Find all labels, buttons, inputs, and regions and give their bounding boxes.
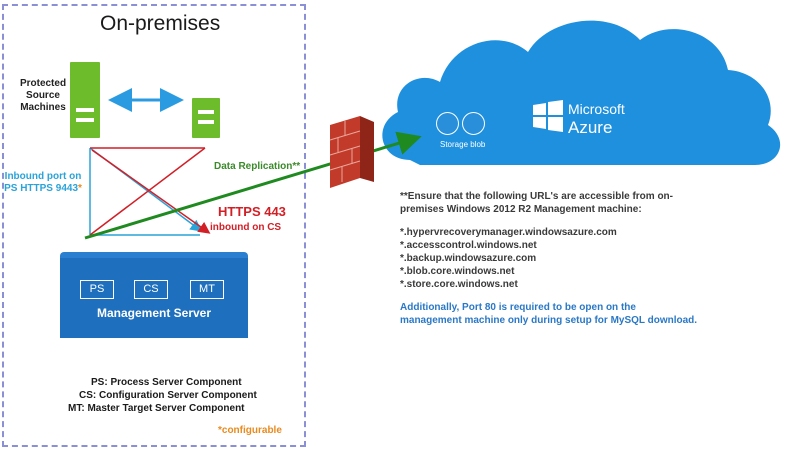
red-line-diag: [91, 149, 211, 234]
storage-blob-icon: [436, 112, 459, 135]
legend-ps: PS: Process Server Component: [91, 377, 242, 388]
inbound-ps-label: Inbound port on PS HTTPS 9443*: [2, 171, 84, 195]
mt-component-box: MT: [190, 280, 224, 299]
url-item: *.backup.windowsazure.com: [400, 253, 537, 264]
https-443-label: HTTPS 443: [218, 204, 286, 219]
storage-blob-label: Storage blob: [440, 140, 486, 149]
port-80-note: Additionally, Port 80 is required to be …: [400, 302, 698, 326]
protected-machines-label: Protected Source Machines: [19, 78, 67, 113]
onprem-title: On-premises: [100, 12, 221, 35]
source-server-icon: [70, 62, 100, 138]
inbound-cs-label: inbound on CS: [210, 222, 282, 233]
target-server-icon: [192, 98, 220, 138]
storage-blob-icon: [462, 112, 485, 135]
management-server-top: [60, 252, 248, 262]
legend-cs: CS: Configuration Server Component: [79, 390, 257, 401]
url-item: *.accesscontrol.windows.net: [400, 240, 537, 251]
url-item: *.hypervrecoverymanager.windowsazure.com: [400, 227, 617, 238]
management-server-label: Management Server: [96, 306, 212, 320]
red-line-cross: [89, 147, 206, 236]
onprem-boundary: [2, 4, 306, 447]
microsoft-brand: Microsoft: [568, 101, 625, 117]
cs-component-box: CS: [134, 280, 168, 299]
inbound-ps-star: *: [78, 183, 82, 194]
firewall-icon: [329, 116, 374, 188]
legend-mt: MT: Master Target Server Component: [68, 403, 245, 414]
configurable-note: *configurable: [218, 425, 282, 436]
azure-brand: Azure: [568, 118, 613, 137]
ps-component-box: PS: [80, 280, 114, 299]
windows-logo-icon: [533, 100, 563, 132]
url-item: *.store.core.windows.net: [400, 279, 518, 290]
inbound-ps-text: Inbound port on PS HTTPS 9443: [4, 171, 82, 194]
url-item: *.blob.core.windows.net: [400, 266, 515, 277]
data-replication-label: Data Replication**: [214, 161, 301, 172]
url-notes: **Ensure that the following URL's are ac…: [400, 190, 700, 327]
url-notes-intro: **Ensure that the following URL's are ac…: [400, 191, 673, 215]
